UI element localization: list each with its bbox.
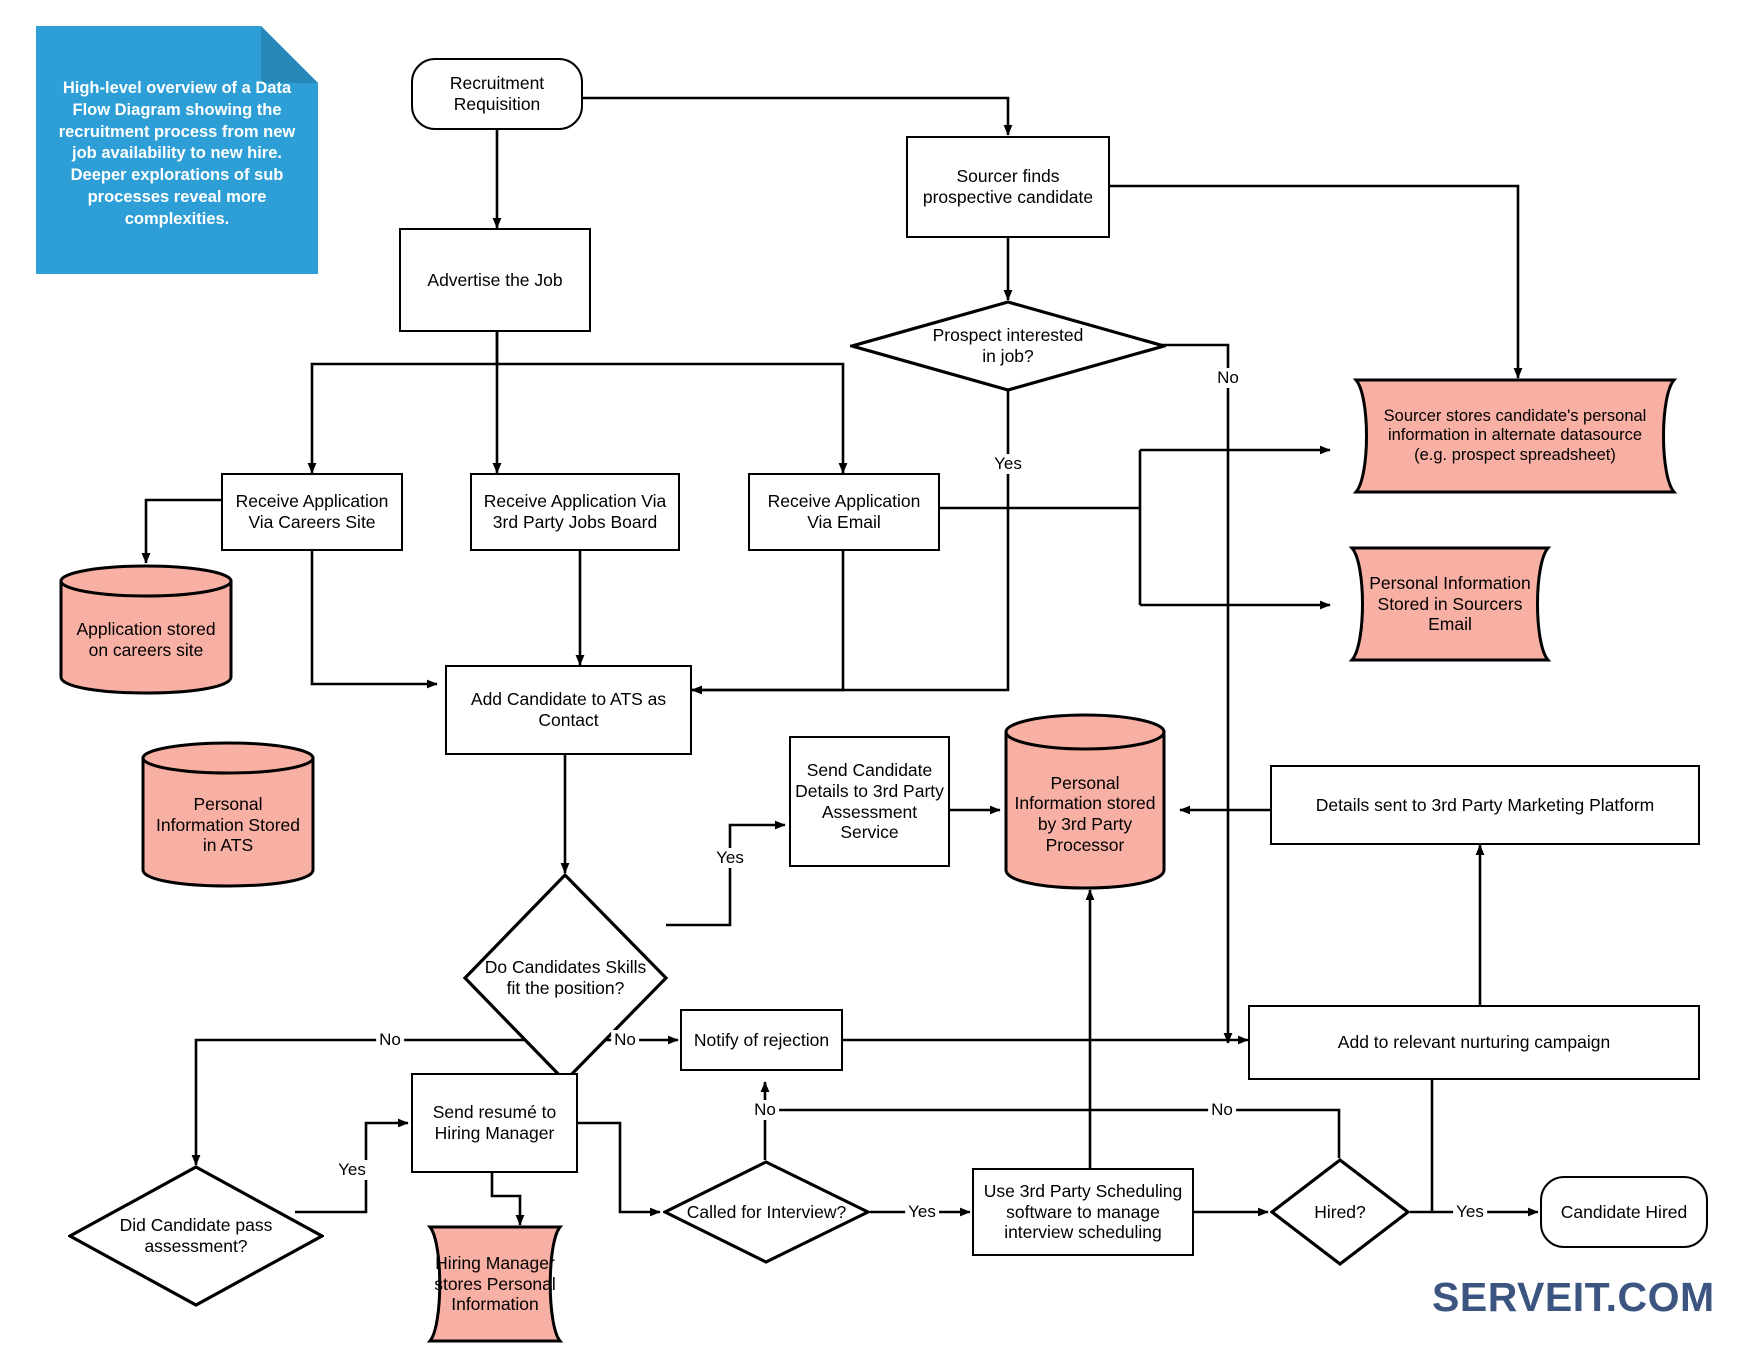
node-label: Notify of rejection (693, 1029, 830, 1050)
node-advertise-job[interactable]: Advertise the Job (399, 228, 591, 332)
node-notify-of-rejection[interactable]: Notify of rejection (680, 1009, 843, 1071)
node-label: Hired? (1314, 1201, 1366, 1222)
diamond-shape-icon (850, 300, 1166, 392)
node-label: Candidate Hired (1560, 1201, 1688, 1222)
node-label: Called for Interview? (686, 1201, 847, 1222)
data-store-shape-icon (410, 1225, 580, 1343)
edge-label-prospect-yes: Yes (991, 454, 1025, 474)
edge-label-skills-no-right: No (611, 1030, 639, 1050)
data-store-shape-icon (1330, 378, 1700, 494)
note-shape-icon (36, 26, 318, 274)
edge-label-interview-yes: Yes (905, 1202, 939, 1222)
edge-label-prospect-no: No (1214, 368, 1242, 388)
node-label: Details sent to 3rd Party Marketing Plat… (1315, 794, 1655, 815)
diamond-shape-icon (663, 1160, 870, 1264)
edge-label-hired-no: No (1208, 1100, 1236, 1120)
node-label: Advertise the Job (427, 269, 563, 290)
diamond-shape-icon (68, 1165, 324, 1307)
node-details-sent-marketing-platform[interactable]: Details sent to 3rd Party Marketing Plat… (1270, 765, 1700, 845)
diamond-shape-icon (1270, 1158, 1410, 1266)
node-add-nurturing-campaign[interactable]: Add to relevant nurturing campaign (1248, 1005, 1700, 1080)
cylinder-shape-icon (140, 740, 316, 888)
note-text: High-level overview of a Data Flow Diagr… (58, 79, 296, 228)
edge-label-skills-yes: Yes (713, 848, 747, 868)
data-store-shape-icon (1330, 546, 1570, 662)
edge-label-assessment-yes: Yes (335, 1160, 369, 1180)
brand-logo: SERVEIT.COM (1432, 1274, 1715, 1320)
edge-label-hired-yes: Yes (1453, 1202, 1487, 1222)
node-label: Add to relevant nurturing campaign (1337, 1032, 1611, 1053)
cylinder-shape-icon (58, 563, 234, 695)
cylinder-shape-icon (1003, 712, 1167, 890)
edge-label-interview-no: No (751, 1100, 779, 1120)
node-candidate-hired[interactable]: Candidate Hired (1540, 1176, 1708, 1248)
note-callout: High-level overview of a Data Flow Diagr… (36, 26, 318, 274)
edge-label-skills-no-left: No (376, 1030, 404, 1050)
node-hired-decision[interactable]: Hired? (1270, 1158, 1410, 1266)
node-called-for-interview-decision[interactable]: Called for Interview? (663, 1160, 870, 1264)
